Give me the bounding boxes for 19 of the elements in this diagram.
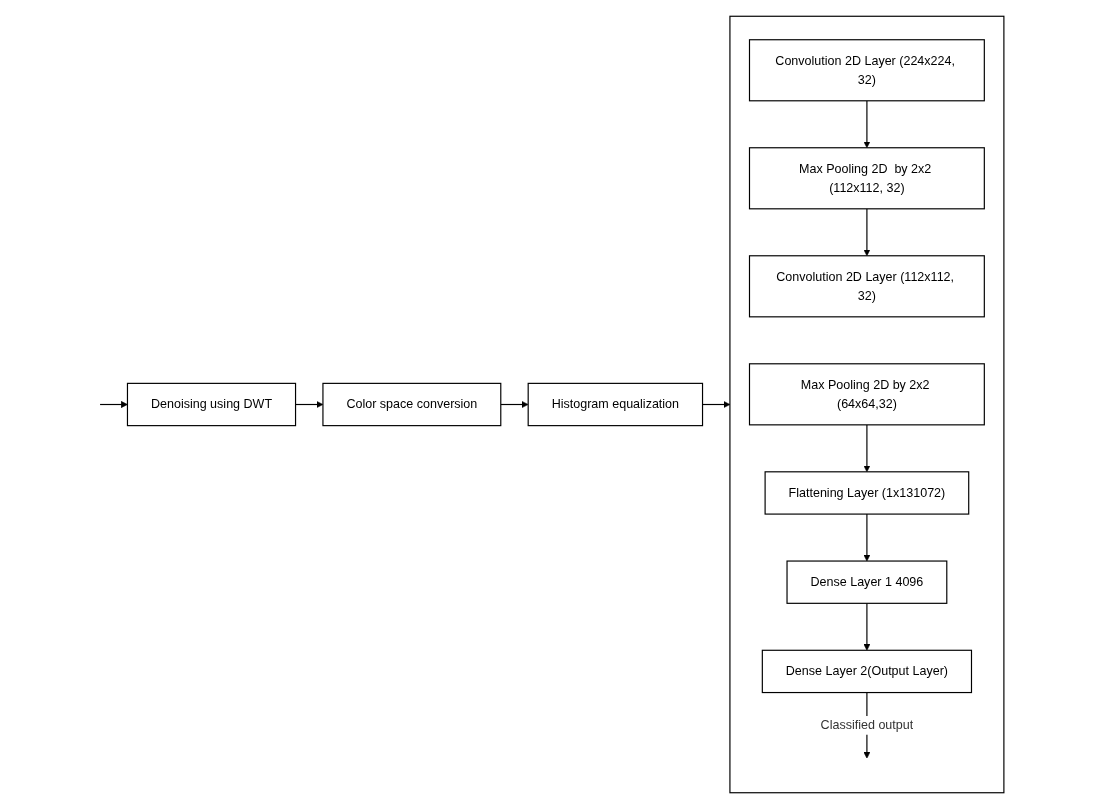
node-box: Convolution 2D Layer (224x224, 32) bbox=[748, 39, 985, 102]
arrow bbox=[863, 602, 871, 651]
edge-label: Classified output bbox=[820, 718, 914, 732]
arrow bbox=[863, 100, 871, 149]
arrow bbox=[863, 424, 871, 473]
arrow bbox=[863, 513, 871, 562]
arrow bbox=[863, 208, 871, 257]
arrow bbox=[500, 401, 529, 408]
node-box: Max Pooling 2D by 2x2 (112x112, 32) bbox=[748, 147, 985, 210]
cluster bbox=[729, 15, 1005, 794]
arrow bbox=[99, 401, 128, 408]
node-box: Flattening Layer (1x131072) bbox=[764, 471, 970, 515]
node-box: Denoising using DWT bbox=[126, 382, 297, 427]
node-box: Color space conversion bbox=[322, 382, 502, 427]
node-box: Histogram equalization bbox=[527, 382, 704, 427]
node-box: Dense Layer 2(Output Layer) bbox=[761, 649, 973, 694]
node-box: Dense Layer 1 4096 bbox=[786, 560, 948, 604]
node-box: Max Pooling 2D by 2x2 (64x64,32) bbox=[748, 363, 985, 426]
node-box: Convolution 2D Layer (112x112, 32) bbox=[748, 255, 985, 318]
